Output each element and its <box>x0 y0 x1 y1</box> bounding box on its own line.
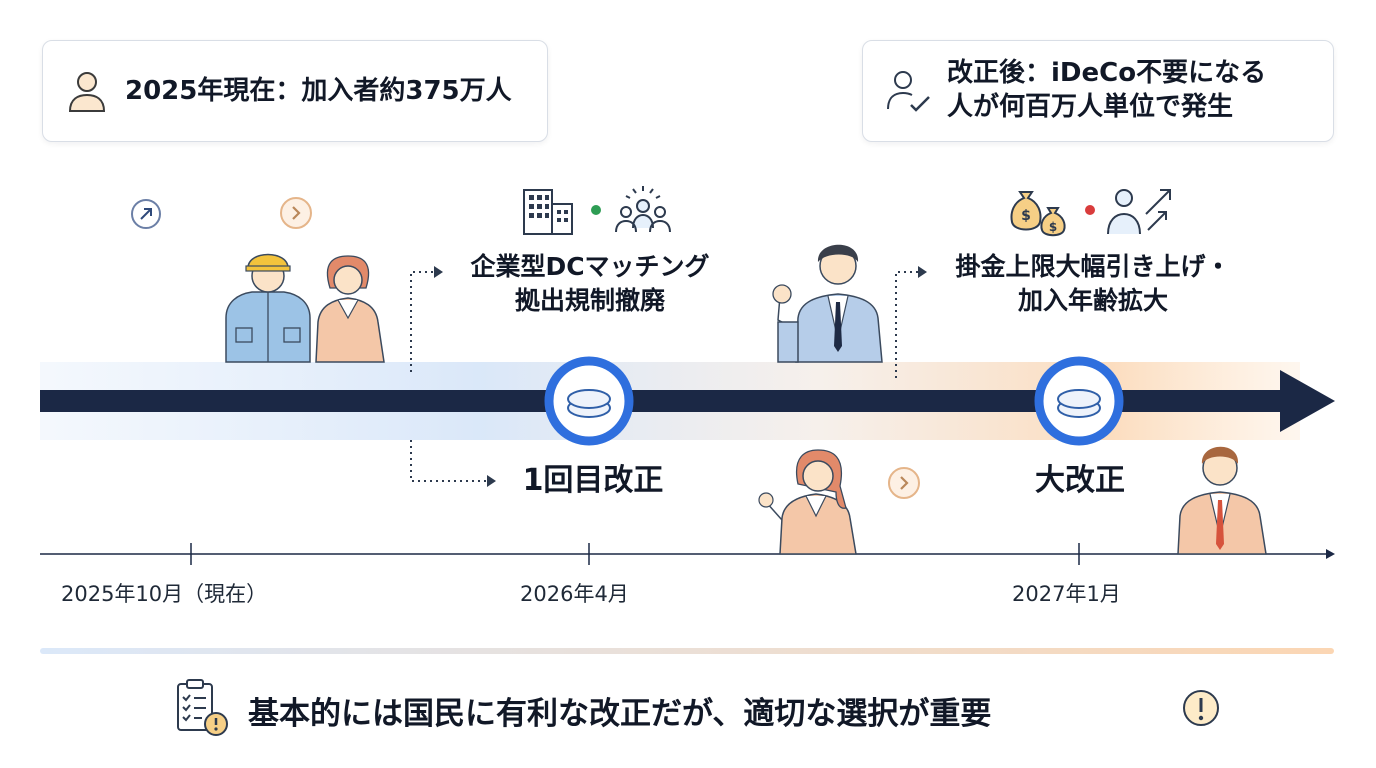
green-dot <box>591 205 601 215</box>
chevron-right-circle-icon <box>888 467 920 499</box>
milestone-2-name: 大改正 <box>1035 463 1125 498</box>
clipboard-checklist-icon <box>177 679 228 736</box>
post-reform-text: 改正後：iDeCo不要になる 人が何百万人単位で発生 <box>947 58 1267 122</box>
businessman-illustration-1 <box>772 244 883 363</box>
date-label-2025-10: 2025年10月（現在） <box>61 582 268 606</box>
milestone-2-description: 掛金上限大幅引き上げ・ 加入年齢拡大 <box>955 252 1231 315</box>
milestone-1-name: 1回目改正 <box>522 463 664 498</box>
svg-text:$: $ <box>1021 208 1031 224</box>
connector-milestone-2-upper <box>895 271 920 378</box>
red-dot <box>1085 205 1095 215</box>
worker-illustration <box>225 253 311 363</box>
money-bags-icon: $ $ <box>1010 191 1066 237</box>
connector-milestone-1-upper <box>410 271 436 372</box>
milestone-2-marker <box>1034 356 1124 446</box>
arrow-up-right-circle-icon <box>131 199 161 229</box>
date-label-2027-1: 2027年1月 <box>1012 582 1121 606</box>
main-arrow-head <box>1280 370 1335 432</box>
summary-text: 基本的には国民に有利な改正だが、適切な選択が重要 <box>248 696 992 732</box>
exclamation-circle-icon <box>1183 690 1219 726</box>
svg-text:$: $ <box>1049 220 1057 234</box>
main-arrow-shaft <box>40 390 1285 412</box>
date-label-2026-4: 2026年4月 <box>520 582 629 606</box>
current-members-card: 2025年現在：加入者約375万人 <box>42 40 548 142</box>
summary-divider <box>40 648 1334 654</box>
chevron-right-circle-icon <box>280 197 312 229</box>
people-group-icon <box>615 186 671 233</box>
current-members-text: 2025年現在：加入者約375万人 <box>125 76 512 106</box>
building-icon <box>523 189 573 235</box>
post-reform-card: 改正後：iDeCo不要になる 人が何百万人単位で発生 <box>862 40 1334 142</box>
connector-milestone-1-lower <box>410 440 488 482</box>
businesswoman-illustration-1 <box>315 255 385 363</box>
person-icon <box>68 72 106 112</box>
milestone-1-marker <box>544 356 634 446</box>
businessman-illustration-2 <box>1177 446 1267 555</box>
milestone-1-description: 企業型DCマッチング 拠出規制撤廃 <box>470 252 710 315</box>
businesswoman-illustration-2 <box>758 449 857 555</box>
person-check-icon <box>887 71 930 112</box>
person-growth-icon <box>1107 189 1171 235</box>
